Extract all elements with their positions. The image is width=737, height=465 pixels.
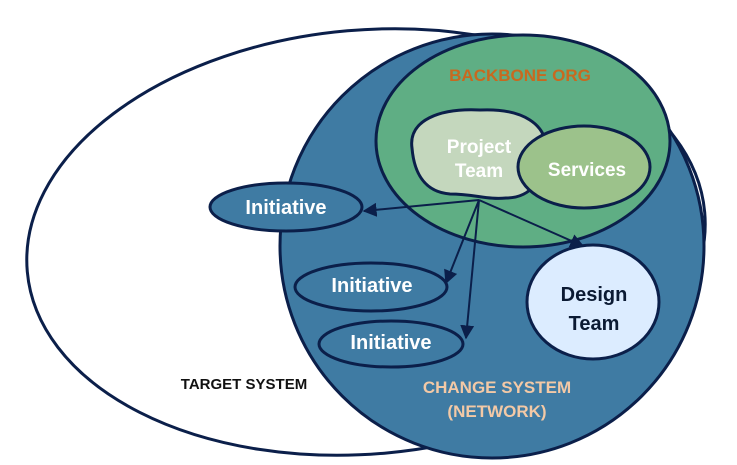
design-team-circle [525, 243, 661, 361]
arrow-to-initiative-3 [460, 199, 480, 340]
design-team-label-line2: Team [569, 313, 620, 335]
initiative-oval-3 [317, 319, 465, 369]
change-system-label-line2: (NETWORK) [447, 402, 546, 421]
initiative-label-3: Initiative [350, 332, 431, 354]
initiative-label-2: Initiative [331, 275, 412, 297]
change-system-label-line1: CHANGE SYSTEM [423, 378, 571, 397]
arrow-to-design-team [478, 199, 585, 248]
project-team-label-line2: Team [455, 161, 503, 182]
target-system-ellipse [25, 27, 707, 457]
initiative-oval-2 [293, 261, 449, 313]
arrow-to-initiative-2 [444, 199, 480, 285]
initiative-oval-1 [208, 181, 364, 233]
services-label: Services [548, 160, 626, 181]
backbone-org-label: BACKBONE ORG [449, 66, 591, 85]
initiative-label-1: Initiative [245, 197, 326, 219]
design-team-label-line1: Design [561, 284, 628, 306]
project-team-label-line1: Project [447, 137, 512, 158]
arrow-to-initiative-1 [362, 199, 480, 217]
services-ellipse [516, 124, 652, 210]
target-system-label: TARGET SYSTEM [181, 376, 307, 393]
